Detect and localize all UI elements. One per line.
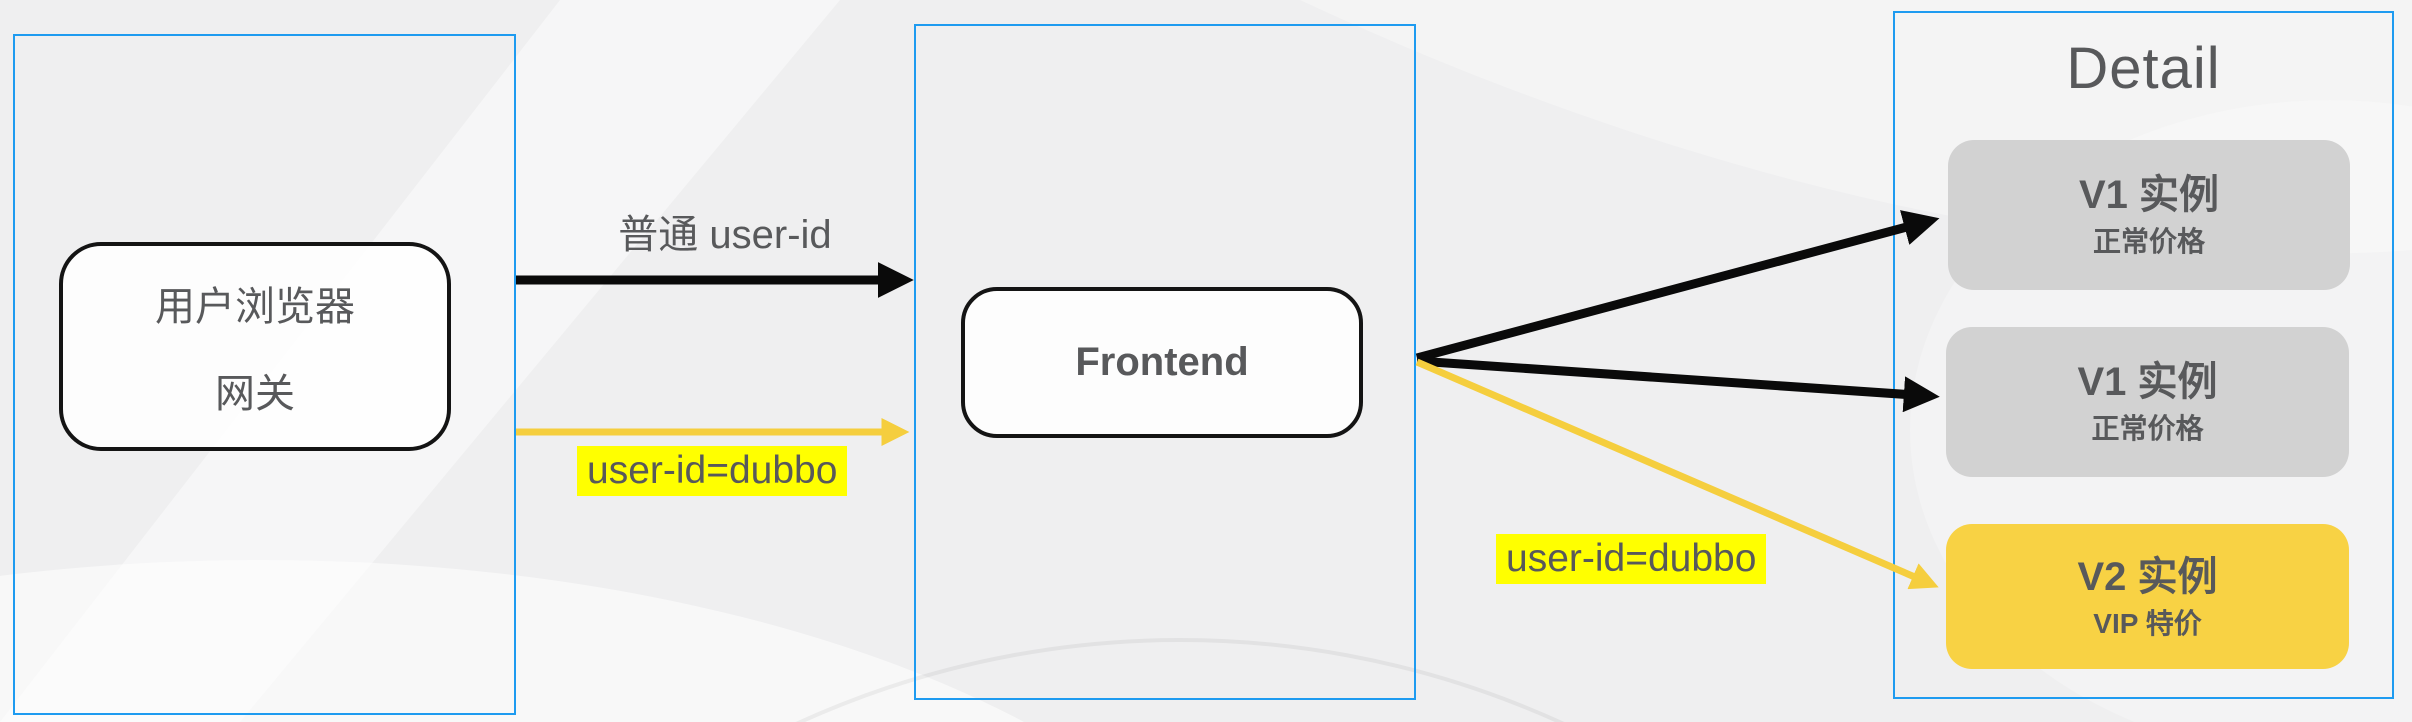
gateway-panel: 用户浏览器 网关	[13, 34, 516, 715]
edge-label-dubbo-left: user-id=dubbo	[577, 446, 848, 496]
instance-name: V1 实例	[2077, 360, 2218, 405]
instance-v2-box: V2 实例 VIP 特价	[1946, 524, 2349, 669]
instance-name: V2 实例	[2077, 554, 2218, 599]
edge-label-normal-userid: 普通 user-id	[618, 213, 832, 257]
frontend-node-label: Frontend	[1075, 340, 1249, 384]
instance-v1-box-2: V1 实例 正常价格	[1946, 327, 2349, 477]
instance-name: V1 实例	[2078, 173, 2220, 218]
instance-desc: VIP 特价	[2093, 607, 2202, 639]
edge-label-dubbo-right: user-id=dubbo	[1496, 534, 1767, 584]
instance-desc: 正常价格	[2091, 413, 2204, 445]
gateway-node: 用户浏览器 网关	[59, 242, 451, 451]
gateway-node-line1: 用户浏览器	[155, 285, 355, 330]
frontend-node: Frontend	[961, 287, 1363, 438]
instance-v1-box-1: V1 实例 正常价格	[1948, 140, 2350, 290]
frontend-panel: Frontend	[914, 24, 1416, 700]
detail-panel-title: Detail	[2066, 36, 2221, 101]
gateway-node-line2: 网关	[215, 371, 295, 416]
instance-desc: 正常价格	[2092, 226, 2205, 258]
detail-panel: Detail V1 实例 正常价格 V1 实例 正常价格 V2 实例 VIP 特…	[1893, 11, 2394, 699]
